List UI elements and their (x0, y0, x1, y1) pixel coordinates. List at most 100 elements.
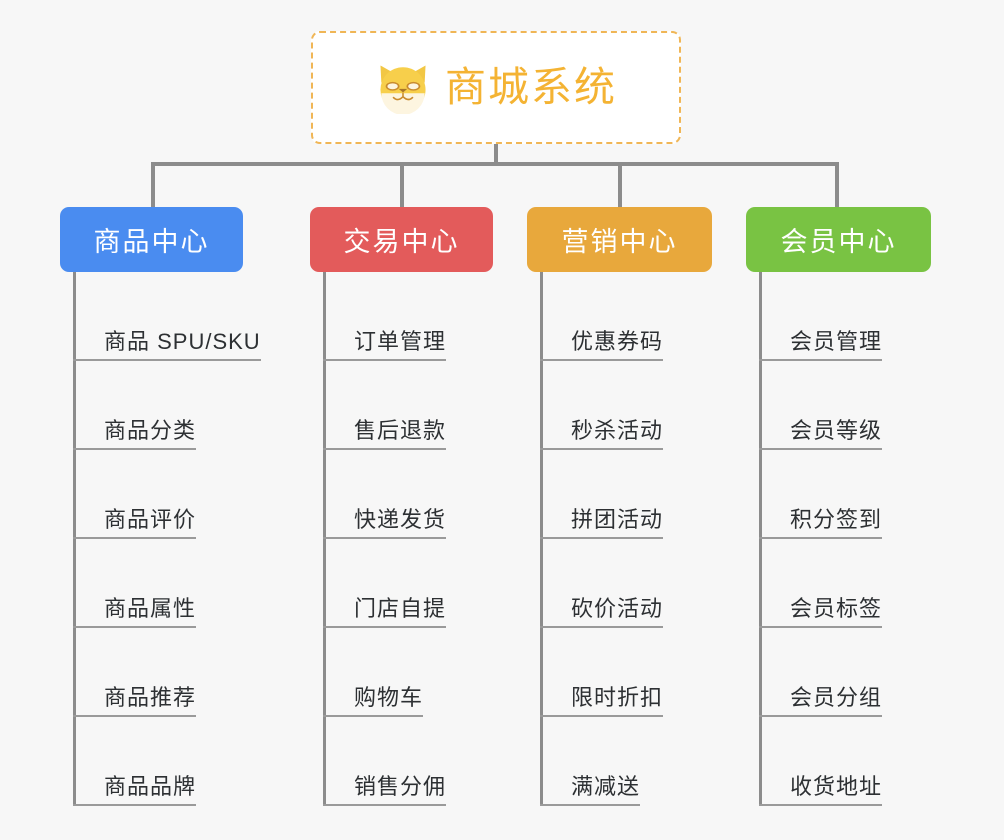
connector-drop-2 (400, 162, 404, 207)
leaf-item-label: 积分签到 (790, 507, 883, 532)
leaf-item-label: 快递发货 (354, 507, 447, 532)
connector-drop-4 (835, 162, 839, 207)
category-header-label: 商品中心 (93, 227, 210, 257)
leaf-underline (73, 626, 196, 628)
leaf-underline (73, 448, 196, 450)
leaf-item-label: 订单管理 (354, 329, 447, 354)
leaf-underline (73, 804, 196, 806)
leaf-item[interactable]: 商品品牌 (73, 717, 243, 806)
connector-drop-3 (618, 162, 622, 207)
leaf-item[interactable]: 满减送 (540, 717, 712, 806)
leaf-item-label: 商品 SPU/SKU (104, 329, 261, 354)
leaf-item[interactable]: 会员分组 (759, 628, 931, 717)
category-header-4[interactable]: 会员中心 (746, 207, 931, 272)
connector-root-stem (494, 144, 498, 166)
leaf-item-label: 砍价活动 (571, 596, 664, 621)
leaf-item-label: 会员等级 (790, 418, 883, 443)
leaf-item-label: 满减送 (571, 774, 641, 799)
leaf-item-label: 秒杀活动 (571, 418, 664, 443)
leaf-item[interactable]: 售后退款 (323, 361, 493, 450)
leaf-underline (323, 626, 446, 628)
leaf-item-label: 会员标签 (790, 596, 883, 621)
leaf-item-label: 优惠券码 (571, 329, 664, 354)
category-column-3: 营销中心优惠券码秒杀活动拼团活动砍价活动限时折扣满减送 (527, 207, 712, 806)
connector-horizontal-bus (151, 162, 839, 166)
category-header-label: 营销中心 (561, 227, 678, 257)
category-header-2[interactable]: 交易中心 (310, 207, 493, 272)
leaf-trunk-line (73, 272, 76, 806)
leaf-item[interactable]: 秒杀活动 (540, 361, 712, 450)
leaf-item-label: 拼团活动 (571, 507, 664, 532)
leaf-trunk-line (323, 272, 326, 806)
leaf-underline (323, 448, 446, 450)
leaf-item[interactable]: 会员管理 (759, 272, 931, 361)
leaf-underline (323, 804, 446, 806)
leaf-item-label: 商品评价 (104, 507, 197, 532)
leaf-item[interactable]: 商品 SPU/SKU (73, 272, 261, 361)
category-header-3[interactable]: 营销中心 (527, 207, 712, 272)
leaf-underline (759, 448, 882, 450)
root-node[interactable]: 商城系统 (311, 31, 681, 144)
category-header-label: 会员中心 (780, 227, 897, 257)
leaf-item[interactable]: 订单管理 (323, 272, 493, 361)
leaf-item-label: 商品推荐 (104, 685, 197, 710)
leaf-item-label: 售后退款 (354, 418, 447, 443)
leaf-underline (540, 804, 640, 806)
leaf-item[interactable]: 商品推荐 (73, 628, 243, 717)
leaf-underline (323, 715, 423, 717)
leaf-item-label: 收货地址 (790, 774, 883, 799)
leaf-item-label: 销售分佣 (354, 774, 447, 799)
leaf-item[interactable]: 砍价活动 (540, 539, 712, 628)
leaf-item-label: 商品属性 (104, 596, 197, 621)
leaf-underline (759, 715, 882, 717)
leaf-item[interactable]: 快递发货 (323, 450, 493, 539)
leaf-item-label: 门店自提 (354, 596, 447, 621)
leaf-underline (323, 359, 446, 361)
leaf-item[interactable]: 会员等级 (759, 361, 931, 450)
leaf-underline (73, 537, 196, 539)
leaf-underline (759, 359, 882, 361)
leaf-item[interactable]: 商品评价 (73, 450, 243, 539)
leaf-list-1: 商品 SPU/SKU 商品分类商品评价商品属性商品推荐商品品牌 (73, 272, 261, 806)
leaf-item[interactable]: 商品分类 (73, 361, 243, 450)
leaf-item[interactable]: 销售分佣 (323, 717, 493, 806)
leaf-underline (759, 626, 882, 628)
leaf-item[interactable]: 门店自提 (323, 539, 493, 628)
category-column-2: 交易中心订单管理售后退款快递发货门店自提购物车销售分佣 (310, 207, 493, 806)
shiba-inu-icon (380, 64, 426, 114)
leaf-item[interactable]: 优惠券码 (540, 272, 712, 361)
leaf-trunk-line (759, 272, 762, 806)
leaf-underline (323, 537, 446, 539)
category-header-1[interactable]: 商品中心 (60, 207, 243, 272)
leaf-list-4: 会员管理会员等级积分签到会员标签会员分组收货地址 (759, 272, 931, 806)
leaf-list-3: 优惠券码秒杀活动拼团活动砍价活动限时折扣满减送 (540, 272, 712, 806)
leaf-item[interactable]: 购物车 (323, 628, 493, 717)
leaf-underline (73, 359, 261, 361)
leaf-trunk-line (540, 272, 543, 806)
category-column-4: 会员中心会员管理会员等级积分签到会员标签会员分组收货地址 (746, 207, 931, 806)
root-title: 商城系统 (445, 64, 617, 110)
leaf-underline (540, 448, 663, 450)
leaf-item-label: 购物车 (354, 685, 424, 710)
leaf-item-label: 会员分组 (790, 685, 883, 710)
leaf-item-label: 会员管理 (790, 329, 883, 354)
leaf-item-label: 商品分类 (104, 418, 197, 443)
leaf-underline (540, 626, 663, 628)
leaf-underline (540, 359, 663, 361)
leaf-underline (73, 715, 196, 717)
leaf-item[interactable]: 积分签到 (759, 450, 931, 539)
leaf-item[interactable]: 会员标签 (759, 539, 931, 628)
leaf-item[interactable]: 收货地址 (759, 717, 931, 806)
leaf-item[interactable]: 拼团活动 (540, 450, 712, 539)
category-column-1: 商品中心商品 SPU/SKU 商品分类商品评价商品属性商品推荐商品品牌 (60, 207, 261, 806)
leaf-item-label: 限时折扣 (571, 685, 664, 710)
leaf-item[interactable]: 限时折扣 (540, 628, 712, 717)
leaf-item[interactable]: 商品属性 (73, 539, 243, 628)
leaf-list-2: 订单管理售后退款快递发货门店自提购物车销售分佣 (323, 272, 493, 806)
category-header-label: 交易中心 (343, 227, 460, 257)
leaf-underline (540, 715, 663, 717)
leaf-underline (759, 804, 882, 806)
leaf-underline (540, 537, 663, 539)
connector-drop-1 (151, 162, 155, 207)
